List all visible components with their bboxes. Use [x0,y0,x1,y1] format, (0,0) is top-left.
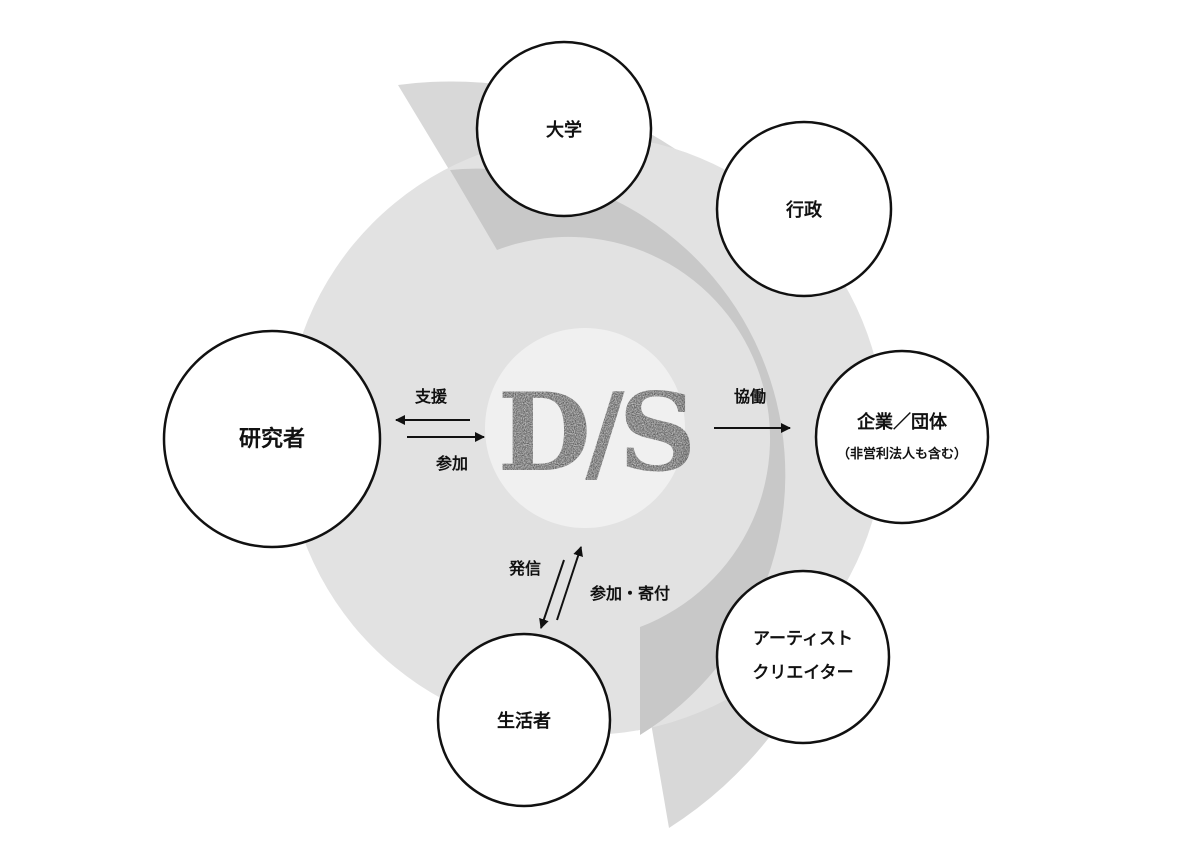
node-company: 企業／団体 （非営利法人も含む） [814,349,990,525]
participate-label: 参加 [436,454,468,473]
collaborate-label: 協働 [734,387,766,406]
support-label: 支援 [414,387,448,406]
researcher-label: 研究者 [239,426,305,452]
center-logo: D/S [497,370,690,496]
university-label: 大学 [546,119,582,141]
company-note: （非営利法人も含む） [837,446,967,462]
government-label: 行政 [785,199,823,221]
node-government: 行政 [715,120,893,298]
node-researcher: 研究者 [162,329,382,549]
citizen-label: 生活者 [497,710,551,732]
node-artist: アーティスト クリエイター [715,569,891,745]
center-circle [485,328,685,528]
artist-label-line1: アーティスト [753,629,853,649]
node-university: 大学 [475,40,653,218]
artist-label-line2: クリエイター [752,663,853,683]
company-label: 企業／団体 [856,411,948,433]
broadcast-arrow [539,559,565,629]
middle-arc-ring [450,168,786,735]
node-citizen: 生活者 [436,632,612,808]
participate-donate-label: 参加・寄付 [590,584,670,603]
broadcast-label: 発信 [508,559,541,578]
participate-donate-arrow [556,546,583,621]
